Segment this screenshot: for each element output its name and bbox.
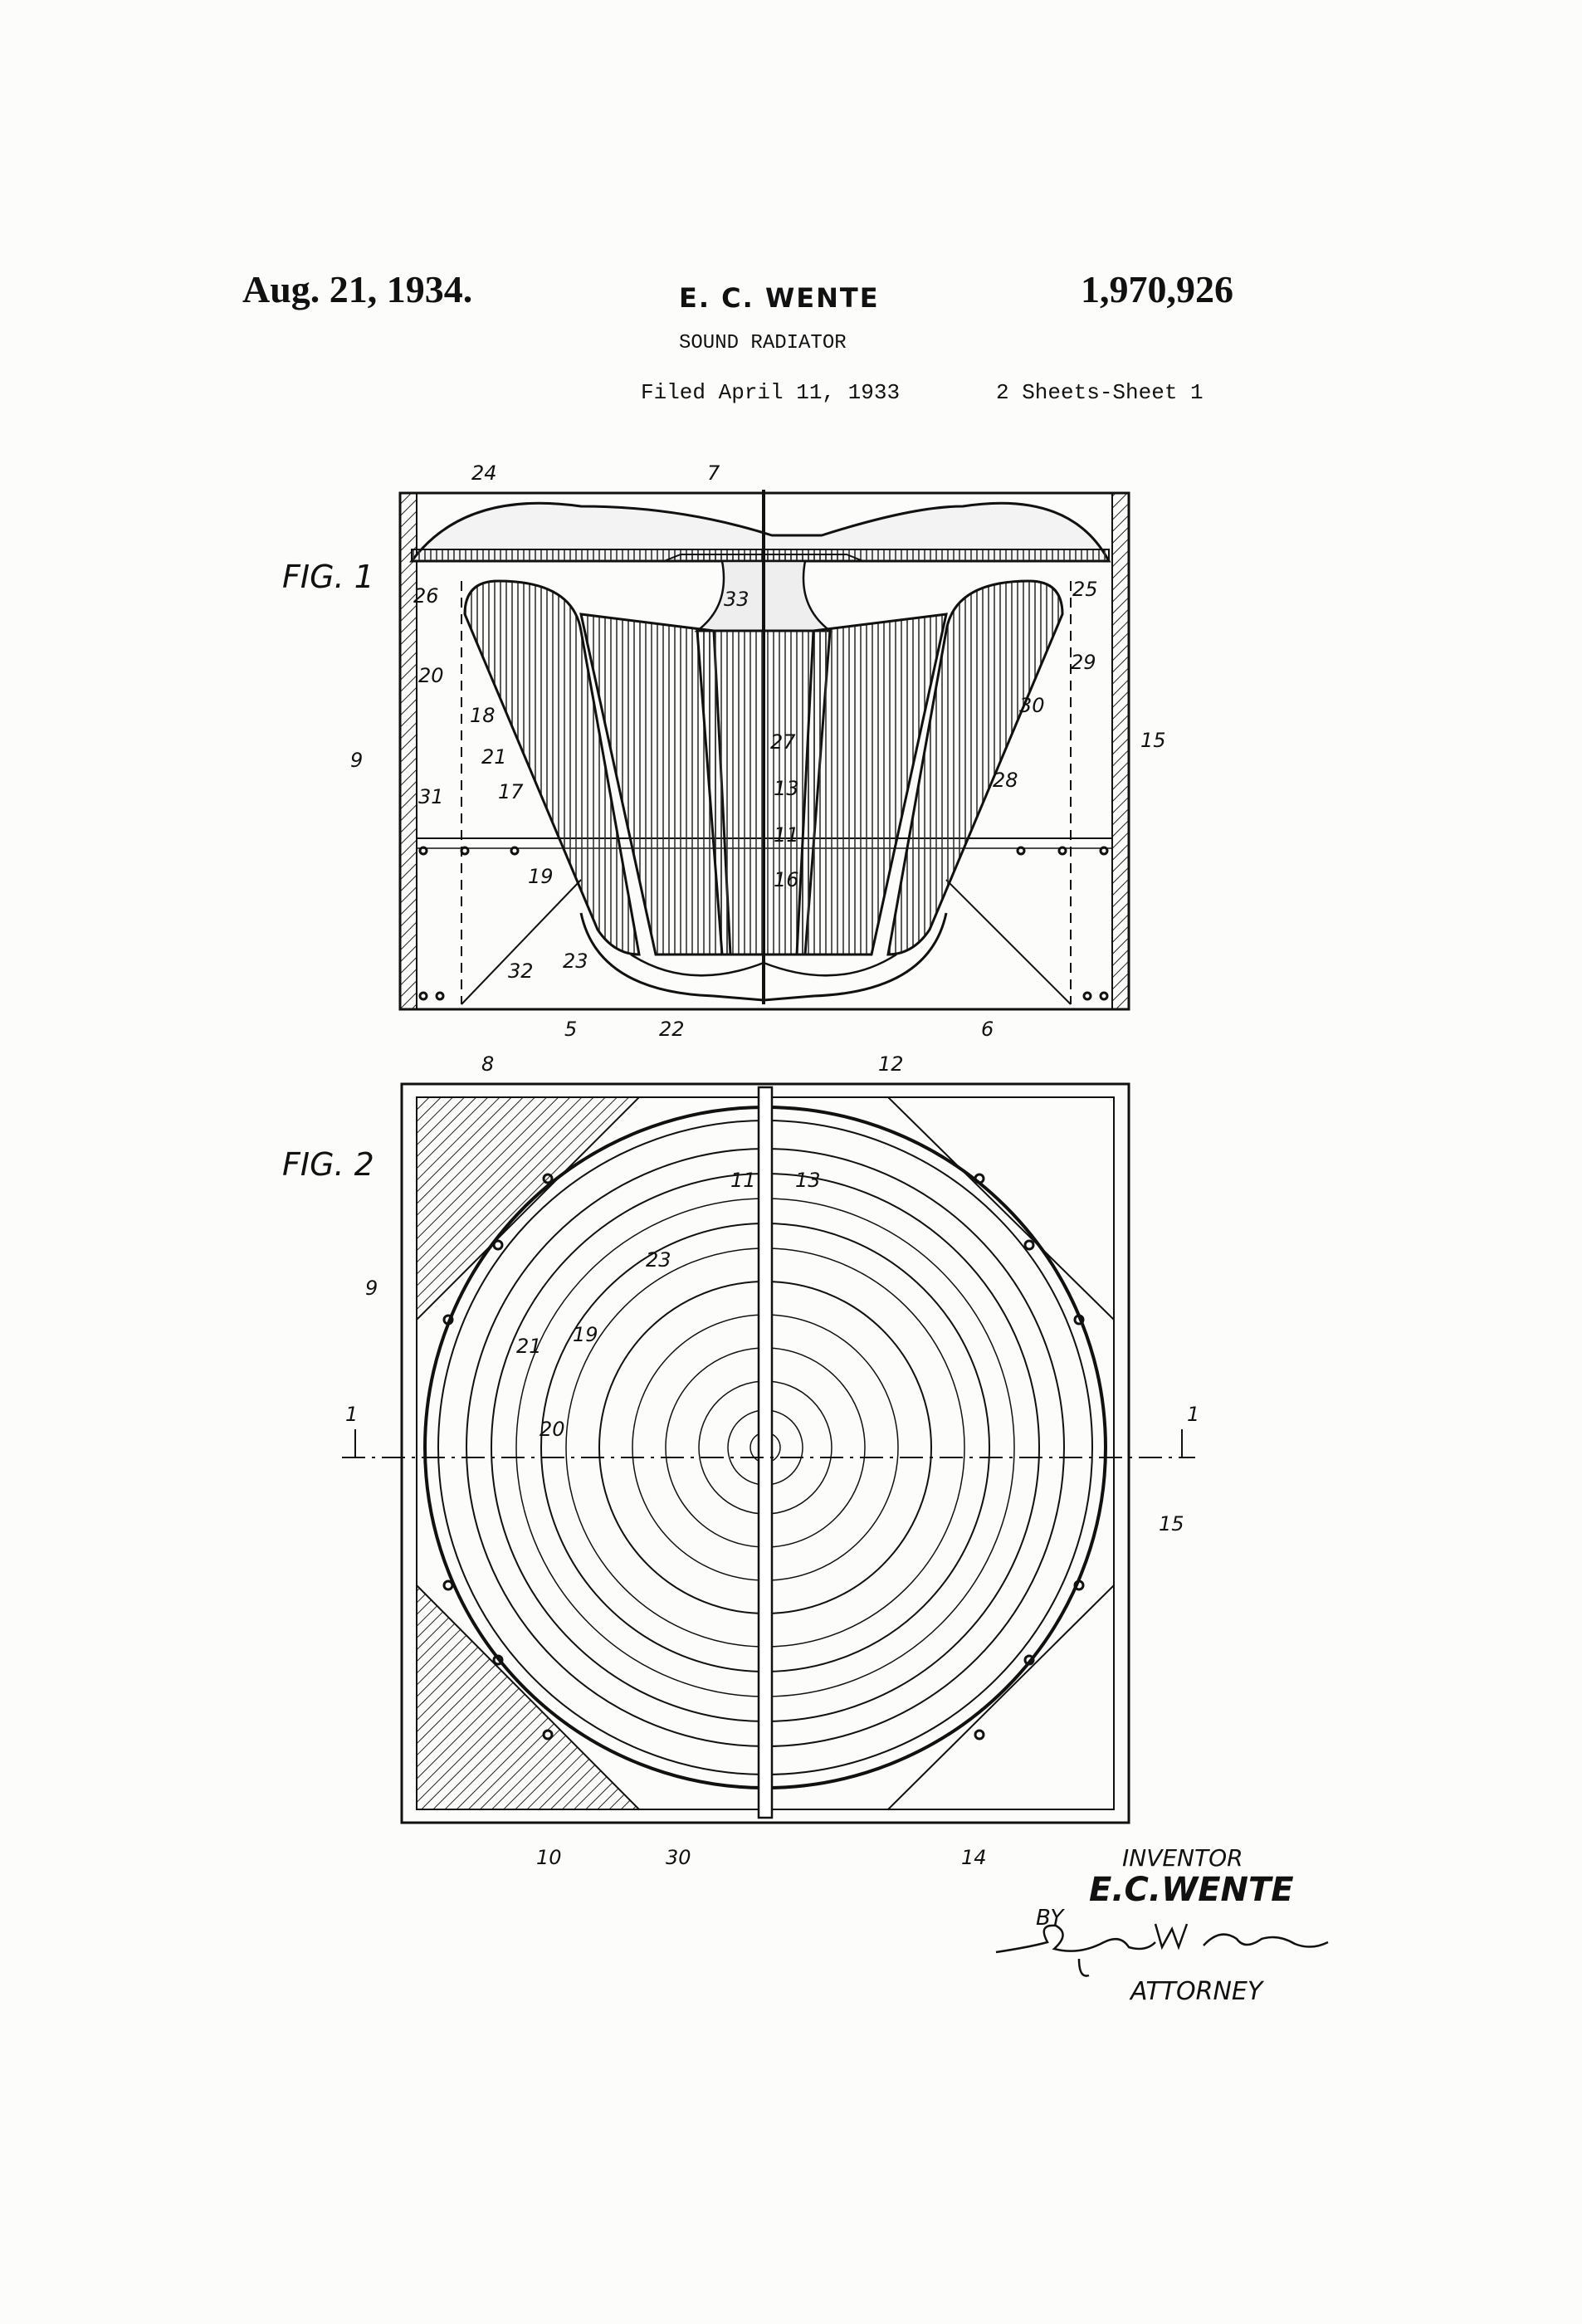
fig1-ref: 31 xyxy=(418,785,444,808)
inventor-heading: INVENTOR xyxy=(1122,1844,1243,1872)
section-mark-right: 1 xyxy=(1187,1403,1199,1426)
figure-1-drawing xyxy=(398,490,1130,1011)
fig1-label: FIG. 1 xyxy=(282,559,374,595)
fig1-ref: 15 xyxy=(1140,729,1166,752)
patent-number: 1,970,926 xyxy=(1081,268,1233,310)
fig2-ref: 12 xyxy=(878,1052,904,1076)
filing-date: Filed April 11, 1933 xyxy=(641,380,901,405)
section-mark-left: 1 xyxy=(345,1403,358,1426)
fig2-ref: 9 xyxy=(365,1277,378,1300)
fig1-ref: 16 xyxy=(774,868,799,891)
fig1-ref: 7 xyxy=(707,461,720,485)
sheet-number: 2 Sheets-Sheet 1 xyxy=(996,380,1204,405)
fig1-ref: 29 xyxy=(1071,651,1096,674)
fig1-ref: 13 xyxy=(774,777,799,800)
fig1-ref: 27 xyxy=(770,730,796,754)
fig1-ref: 28 xyxy=(993,769,1018,792)
figure-2-drawing xyxy=(342,1082,1195,1824)
fig2-ref: 23 xyxy=(646,1248,671,1272)
fig1-ref: 32 xyxy=(508,959,534,983)
fig2-ref: 21 xyxy=(516,1335,542,1358)
fig1-ref: 22 xyxy=(659,1018,685,1041)
fig1-ref: 5 xyxy=(564,1018,577,1041)
fig1-reference-numerals: 24 7 26 33 25 20 29 18 30 9 21 27 15 17 … xyxy=(350,461,1166,1041)
fig2-ref: 15 xyxy=(1159,1512,1184,1536)
fig2-ref: 19 xyxy=(573,1323,598,1346)
fig1-ref: 21 xyxy=(481,745,507,769)
fig2-ref: 13 xyxy=(795,1169,821,1192)
inventor-header: E. C. WENTE xyxy=(679,282,880,314)
fig2-ref: 20 xyxy=(540,1418,565,1441)
fig1-ref: 23 xyxy=(563,950,588,973)
fig2-ref: 11 xyxy=(730,1169,756,1192)
fig1-ref: 17 xyxy=(498,780,524,803)
patent-title: SOUND RADIATOR xyxy=(679,332,847,354)
fig1-ref: 18 xyxy=(470,704,496,727)
fig1-ref: 6 xyxy=(981,1018,994,1041)
fig2-ref: 30 xyxy=(666,1846,691,1869)
fig1-ref: 30 xyxy=(1019,694,1045,717)
fig1-ref: 11 xyxy=(774,823,799,847)
by-label: BY xyxy=(1036,1906,1064,1931)
fig1-ref: 20 xyxy=(418,664,444,687)
fig2-label: FIG. 2 xyxy=(282,1146,374,1183)
fig1-ref: 25 xyxy=(1072,578,1098,601)
patent-date: Aug. 21, 1934. xyxy=(242,268,473,310)
fig1-ref: 9 xyxy=(350,749,363,772)
attorney-label: ATTORNEY xyxy=(1130,1977,1263,2006)
fig1-ref: 24 xyxy=(471,461,497,485)
fig2-reference-numerals: 8 12 11 13 9 23 21 19 20 15 10 30 14 1 1 xyxy=(345,1052,1199,1869)
fig1-ref: 26 xyxy=(413,584,439,608)
fig2-ref: 14 xyxy=(961,1846,987,1869)
fig2-ref: 8 xyxy=(481,1052,494,1076)
fig1-ref: 19 xyxy=(528,865,554,888)
attorney-signature xyxy=(995,1923,1329,1977)
fig1-ref: 33 xyxy=(724,588,749,611)
fig2-ref: 10 xyxy=(536,1846,562,1869)
inventor-name: E.C.WENTE xyxy=(1089,1871,1294,1909)
